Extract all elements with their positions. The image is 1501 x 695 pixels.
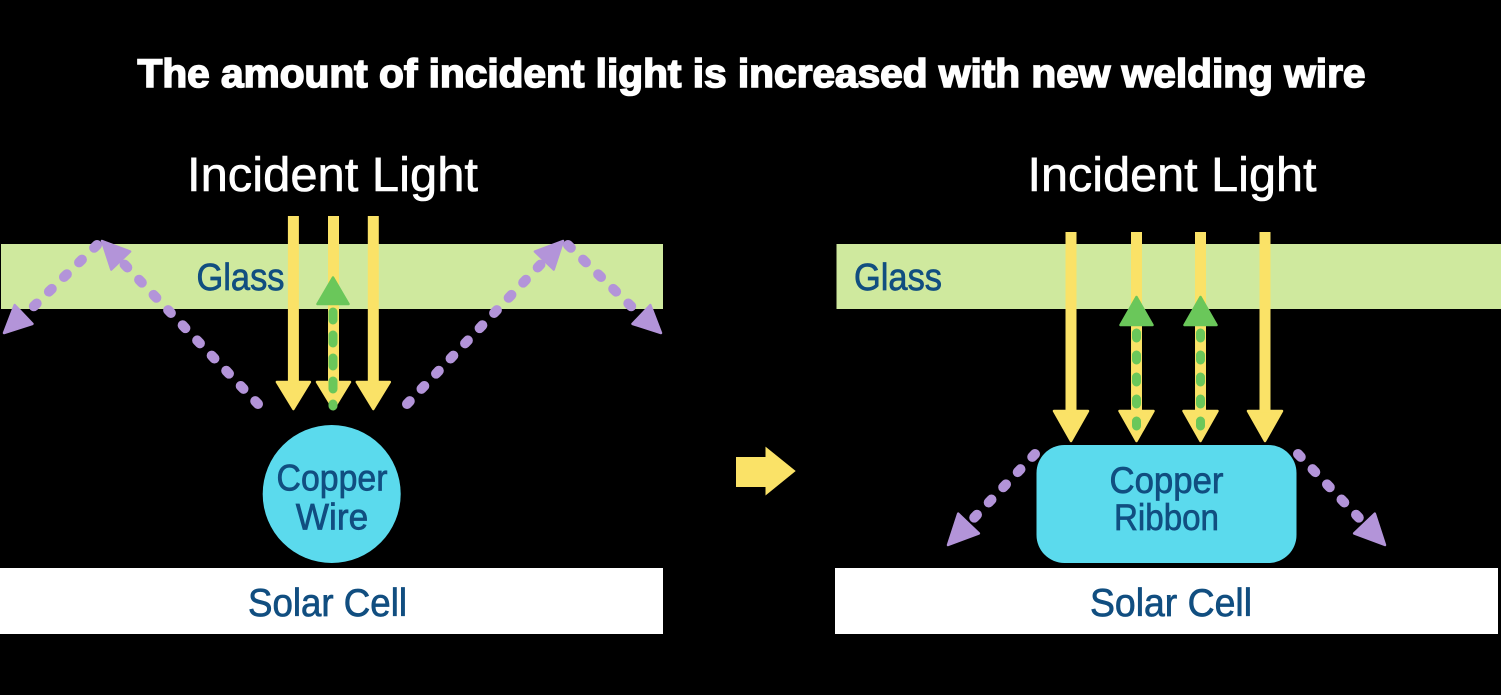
svg-text:Copper: Copper bbox=[277, 458, 388, 499]
svg-text:Wire: Wire bbox=[296, 497, 369, 538]
svg-text:Incident Light: Incident Light bbox=[1028, 149, 1317, 202]
svg-text:The amount of incident light i: The amount of incident light is increase… bbox=[138, 52, 1366, 96]
svg-text:Glass: Glass bbox=[197, 257, 285, 299]
svg-text:Solar Cell: Solar Cell bbox=[248, 582, 407, 625]
svg-text:Glass: Glass bbox=[854, 257, 942, 299]
svg-text:Incident Light: Incident Light bbox=[187, 149, 478, 202]
svg-text:Solar Cell: Solar Cell bbox=[1090, 582, 1252, 625]
svg-text:Ribbon: Ribbon bbox=[1114, 497, 1219, 538]
svg-text:Copper: Copper bbox=[1110, 460, 1224, 501]
